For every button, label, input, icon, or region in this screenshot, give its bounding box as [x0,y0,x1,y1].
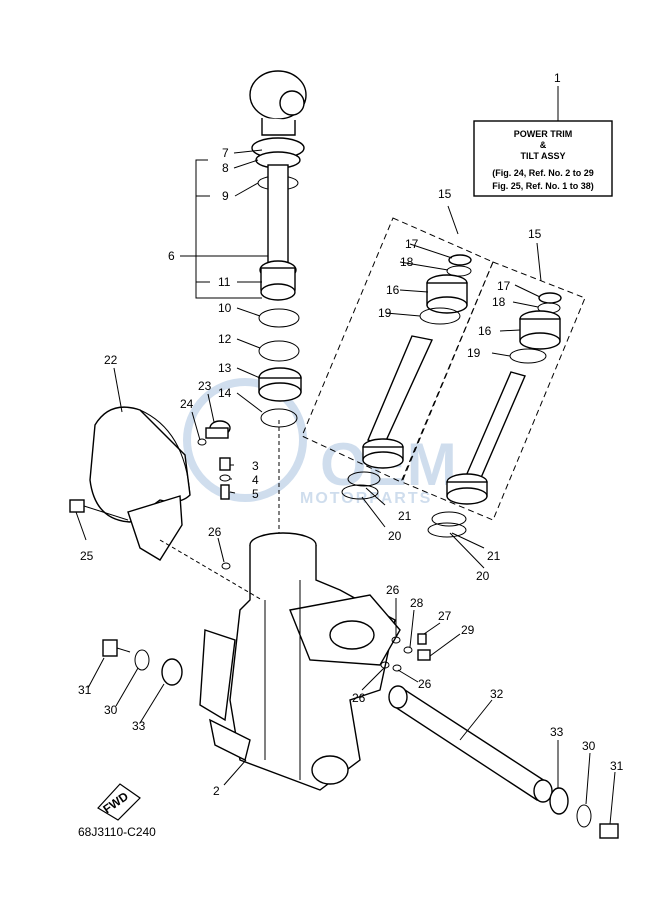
ref-29: 29 [461,623,475,637]
ref-32: 32 [490,687,504,701]
ref-2: 2 [213,784,220,798]
ref-6: 6 [168,249,175,263]
subassembly-15-boundaries [301,205,586,521]
ref-24: 24 [180,397,194,411]
callout-line-2: & [540,140,547,150]
diagram-code: 68J3110-C240 [78,825,156,839]
ref-11: 11 [218,275,231,289]
leader-lines [75,149,616,825]
ref-30-right: 30 [582,739,596,753]
ref-21-right: 21 [487,549,501,563]
ref-21-left: 21 [398,509,412,523]
ref-18-right: 18 [492,295,506,309]
ref-25: 25 [80,549,94,563]
ref-26-b: 26 [386,583,400,597]
ref-5: 5 [252,487,259,501]
forward-arrow: FWD [97,783,141,821]
ref-17-left: 17 [405,237,419,251]
ref-33-left: 33 [132,719,146,733]
callout-line-1: POWER TRIM [514,129,573,139]
ref-22: 22 [104,353,118,367]
ref-3: 3 [252,459,259,473]
callout-line-3: TILT ASSY [521,151,566,161]
ref-26-c: 26 [352,691,366,705]
ref-31-right: 31 [610,759,624,773]
reference-labels: 1 2 3 4 5 6 7 8 9 10 11 12 13 14 15 15 1… [78,71,624,798]
callout-line-5: Fig. 25, Ref. No. 1 to 38) [492,181,594,191]
ref-13: 13 [218,361,232,375]
callout-line-4: (Fig. 24, Ref. No. 2 to 29 [492,168,594,178]
ref-28: 28 [410,596,424,610]
ref-12: 12 [218,332,232,346]
tilt-rod-assembly [249,70,307,301]
tilt-shaft [69,499,619,839]
ref-23: 23 [198,379,212,393]
ref-31-left: 31 [78,683,92,697]
trim-piston-left [341,254,472,500]
main-bracket-body [199,532,401,791]
ref-4: 4 [252,473,259,487]
ref-30-left: 30 [104,703,118,717]
ref-10: 10 [218,301,232,315]
pins-and-fittings [380,633,431,672]
ref-33-right: 33 [550,725,564,739]
ref-20-left: 20 [388,529,402,543]
seal-rings-stack [258,308,302,545]
ref-16-right: 16 [478,324,492,338]
ref-15-left: 15 [438,187,452,201]
ref-26-d: 26 [418,677,432,691]
ref-27: 27 [438,609,452,623]
ref-20-right: 20 [476,569,490,583]
ref-15-right: 15 [528,227,542,241]
ref-16-left: 16 [386,283,400,297]
ref-9: 9 [222,189,229,203]
trim-piston-right [427,292,562,538]
reservoir-tank [89,406,191,561]
assembly-callout: POWER TRIM & TILT ASSY (Fig. 24, Ref. No… [473,86,613,197]
small-valve-parts [197,420,231,570]
ref-14: 14 [218,386,232,400]
ref-26-a: 26 [208,525,222,539]
ref-18-left: 18 [400,255,414,269]
ref-8: 8 [222,161,229,175]
ref-7: 7 [222,146,229,160]
ref-19-left: 19 [378,306,392,320]
ref-1: 1 [554,71,561,85]
ref-17-right: 17 [497,279,511,293]
ref-19-right: 19 [467,346,481,360]
